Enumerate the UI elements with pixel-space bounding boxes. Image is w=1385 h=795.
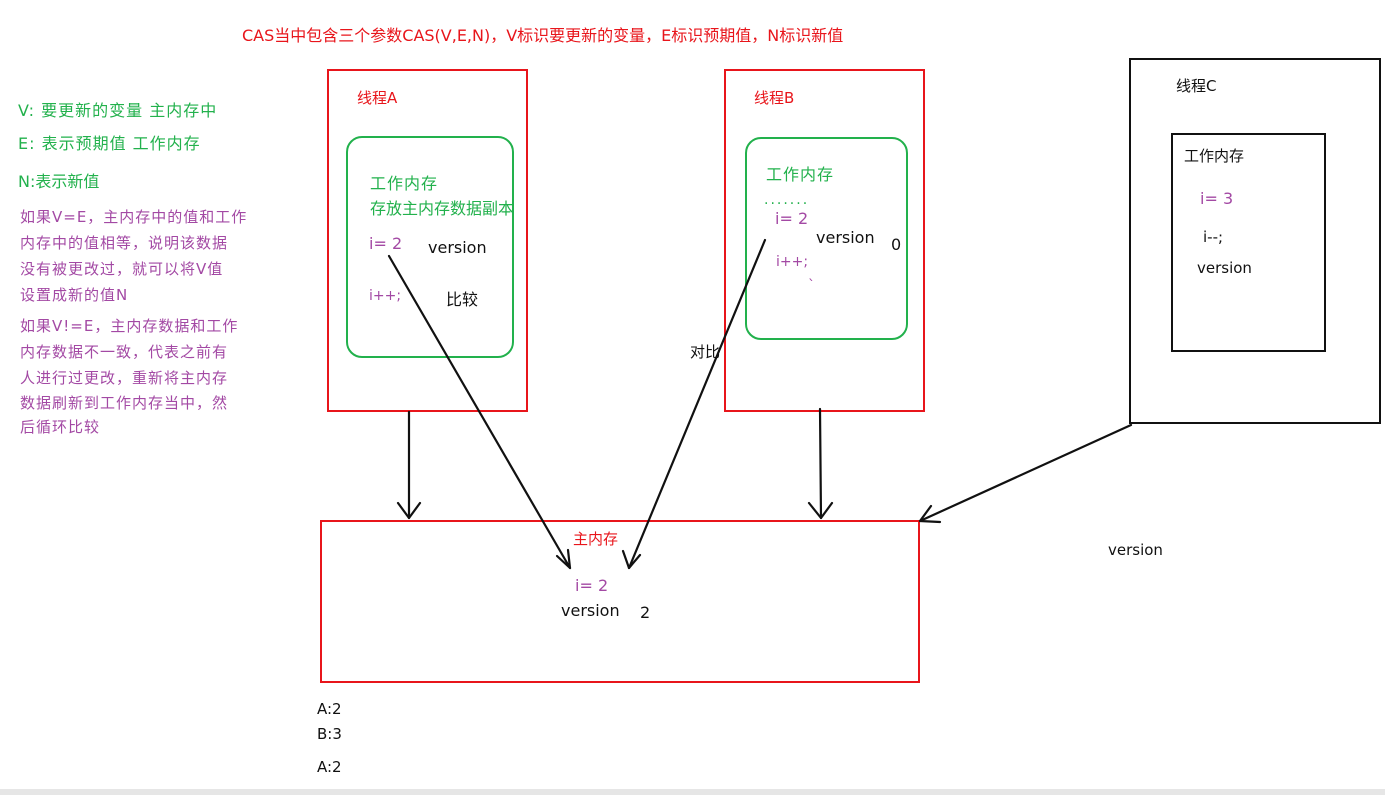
main-memory-version: version	[561, 601, 620, 620]
thread-b-increment: i++;	[776, 254, 809, 270]
thread-b-work-memory-label: 工作内存	[766, 165, 835, 184]
legend-e: E: 表示预期值 工作内存	[18, 134, 201, 153]
thread-b-work-memory-box	[745, 137, 908, 340]
thread-b-version: version	[816, 228, 875, 247]
thread-c-i-value: i= 3	[1200, 189, 1234, 208]
arrow-b-i-to-main-i	[627, 238, 767, 570]
thread-c-decrement: i--;	[1203, 228, 1224, 246]
log-line: B:3	[317, 725, 342, 743]
arrow-head	[807, 501, 834, 520]
thread-b-dots: .......	[764, 192, 810, 208]
arrow-head	[396, 501, 422, 520]
arrow-thread-b-to-main	[818, 407, 823, 520]
main-memory-box	[320, 520, 920, 683]
note-not-equal-line: 人进行过更改，重新将主内存	[20, 369, 229, 387]
note-equal-line: 没有被更改过，就可以将V值	[20, 260, 224, 278]
arrow-thread-c-to-main	[918, 423, 1133, 523]
thread-b-label: 线程B	[754, 89, 795, 107]
note-not-equal-line: 内存数据不一致，代表之前有	[20, 343, 229, 361]
thread-a-compare-label: 比较	[446, 290, 479, 309]
thread-b-version-number: 0	[891, 235, 902, 254]
compare-label: 对比	[690, 343, 721, 361]
note-not-equal-line: 后循环比较	[20, 418, 101, 436]
legend-v: V: 要更新的变量 主内存中	[18, 101, 218, 120]
log-line: A:2	[317, 758, 342, 776]
thread-a-label: 线程A	[357, 89, 398, 107]
main-memory-i-value: i= 2	[575, 576, 609, 595]
thread-c-box	[1129, 58, 1381, 424]
legend-n: N:表示新值	[18, 172, 100, 191]
thread-c-work-memory-box	[1171, 133, 1326, 352]
arrow-head	[621, 549, 642, 570]
arrow-head	[555, 548, 572, 570]
thread-a-version: version	[428, 238, 487, 257]
thread-a-increment: i++;	[369, 288, 402, 304]
note-not-equal-line: 如果V!=E，主内存数据和工作	[20, 317, 239, 335]
main-memory-version-number: 2	[640, 603, 651, 622]
note-not-equal-line: 数据刷新到工作内存当中，然	[20, 394, 229, 412]
bottom-edge-bar	[0, 789, 1385, 795]
note-equal-line: 设置成新的值N	[20, 286, 129, 304]
diagram-title: CAS当中包含三个参数CAS(V,E,N)，V标识要更新的变量，E标识预期值，N…	[242, 26, 844, 45]
arrow-a-i-to-main-i	[387, 254, 572, 570]
main-memory-label: 主内存	[573, 530, 619, 548]
thread-a-i-value: i= 2	[369, 234, 403, 253]
thread-a-work-memory-label: 工作内存	[370, 174, 439, 193]
log-line: A:2	[317, 700, 342, 718]
note-equal-line: 如果V=E，主内存中的值和工作	[20, 208, 248, 226]
thread-c-work-memory-label: 工作内存	[1184, 147, 1245, 165]
thread-a-box	[327, 69, 528, 412]
thread-a-copy-label: 存放主内存数据副本	[370, 199, 515, 218]
thread-c-label: 线程C	[1176, 77, 1217, 95]
thread-b-tick: `	[808, 278, 815, 294]
floating-version: version	[1108, 541, 1163, 559]
thread-c-version: version	[1197, 259, 1252, 277]
thread-b-box	[724, 69, 925, 412]
arrow-head	[918, 504, 942, 524]
note-equal-line: 内存中的值相等，说明该数据	[20, 234, 229, 252]
thread-a-work-memory-box	[346, 136, 514, 358]
thread-b-i-value: i= 2	[775, 209, 809, 228]
